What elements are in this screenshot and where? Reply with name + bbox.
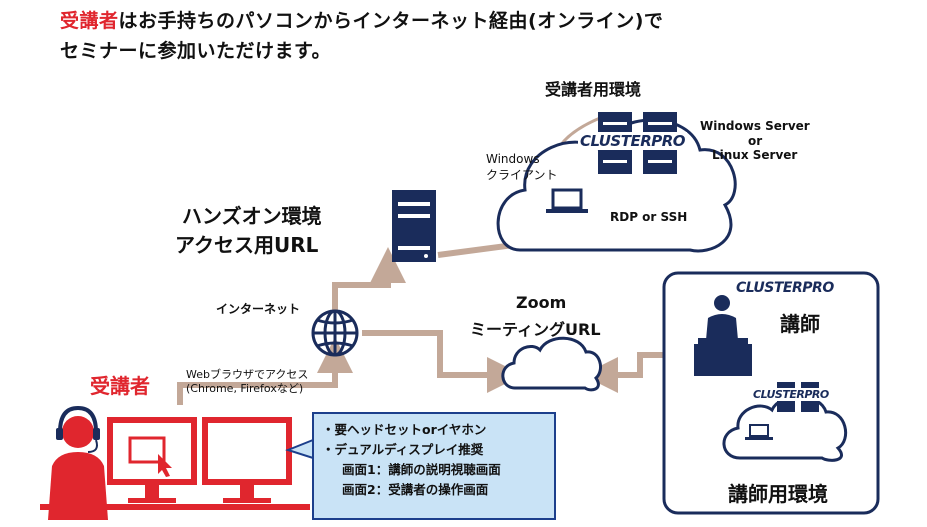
requirements-note: ・要ヘッドセットorイヤホン ・デュアルディスプレイ推奨 画面1：講師の説明視聴… xyxy=(312,412,556,520)
server-os-or: or xyxy=(748,134,763,148)
browser-label-line1: Webブラウザでアクセス xyxy=(186,368,309,381)
note-screen-2: 画面2：受講者の操作画面 xyxy=(342,482,489,497)
instructor-env-laptop-icon xyxy=(745,424,773,440)
zoom-cloud-icon xyxy=(501,336,602,392)
zoom-label-line1: Zoom xyxy=(516,293,567,312)
monitor-2-icon xyxy=(202,417,292,503)
student-person-icon xyxy=(48,405,108,520)
instructor-title: 講師 xyxy=(780,312,820,336)
headline-line1: はお手持ちのパソコンからインターネット経由(オンライン)で xyxy=(118,10,664,32)
headline-line2: セミナーに参加いただけます。 xyxy=(60,40,332,62)
client-label-client: クライアント xyxy=(486,168,558,182)
student-env-logo: CLUSTERPRO xyxy=(578,132,688,150)
globe-icon xyxy=(311,309,359,357)
instructor-env-logo: CLUSTERPRO xyxy=(752,388,830,401)
note-screen-1: 画面1：講師の説明視聴画面 xyxy=(342,462,501,477)
instructor-icon xyxy=(694,295,752,376)
client-label-windows: Windows xyxy=(486,152,540,166)
browser-label-line2: (Chrome, Firefoxなど) xyxy=(186,382,304,395)
desk xyxy=(40,504,310,510)
zoom-label-line2: ミーティングURL xyxy=(470,320,601,339)
arrow-internet-to-zoom xyxy=(362,330,523,393)
arrow-internet-to-server xyxy=(332,247,406,312)
access-server-icon xyxy=(392,190,436,262)
windows-client-laptop-icon xyxy=(546,188,588,213)
monitor-1-icon xyxy=(107,417,197,503)
student-env-title: 受講者用環境 xyxy=(545,80,642,99)
student-title: 受講者 xyxy=(90,374,150,398)
instructor-logo: CLUSTERPRO xyxy=(736,280,834,296)
note-dual-display: ・デュアルディスプレイ推奨 xyxy=(322,442,484,457)
headline-highlight: 受講者 xyxy=(60,10,119,32)
headline: 受講者はお手持ちのパソコンからインターネット経由(オンライン)で セミナーに参加… xyxy=(60,6,663,66)
server-os-windows: Windows Server xyxy=(700,119,810,133)
protocol-label: RDP or SSH xyxy=(610,210,688,224)
instructor-env-title: 講師用環境 xyxy=(728,482,828,506)
note-headset: ・要ヘッドセットorイヤホン xyxy=(322,422,487,437)
arrow-student-to-internet xyxy=(177,337,353,405)
internet-label: インターネット xyxy=(216,302,301,316)
handson-title-line2: アクセス用URL xyxy=(175,233,319,257)
server-os-linux: Linux Server xyxy=(712,148,798,162)
handson-title-line1: ハンズオン環境 xyxy=(182,204,322,228)
